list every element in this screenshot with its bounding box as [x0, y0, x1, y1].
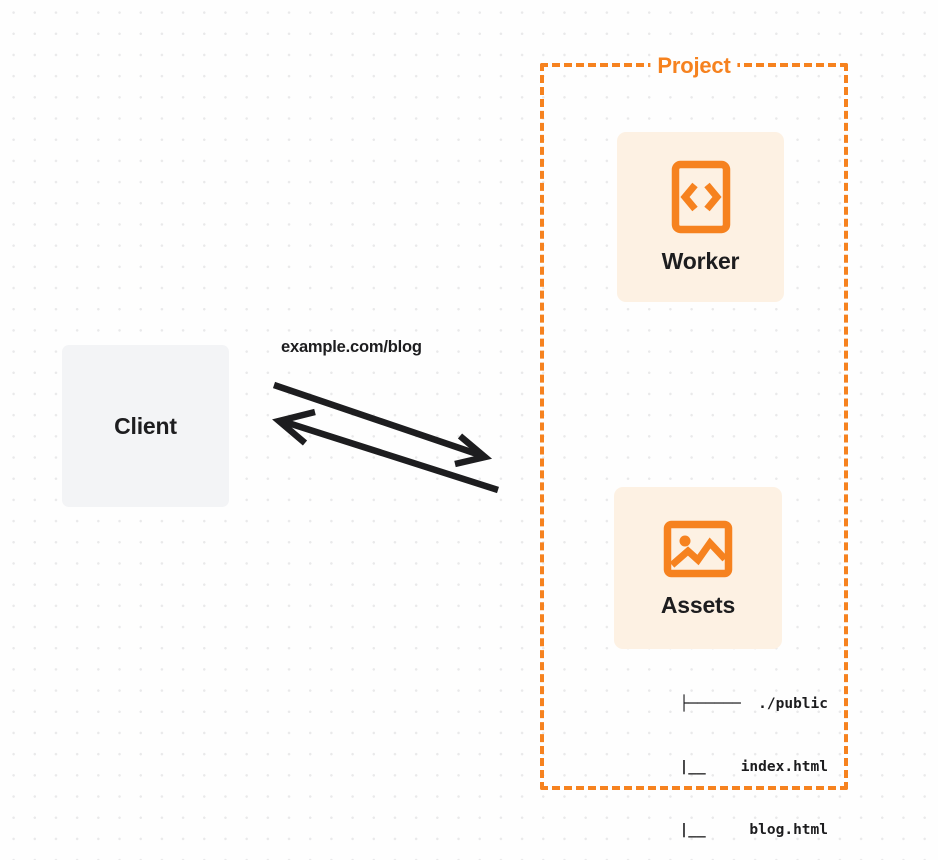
connector-arrows	[272, 381, 499, 494]
worker-node[interactable]: Worker	[617, 132, 784, 302]
assets-node[interactable]: Assets	[614, 487, 782, 649]
code-file-icon	[671, 160, 731, 234]
file-tree-row: ├────── ./public	[679, 696, 828, 712]
assets-label: Assets	[660, 591, 736, 618]
client-node[interactable]: Client	[62, 345, 229, 507]
request-url-label: example.com/blog	[281, 338, 422, 356]
project-container: Project Worker Assets ├────── ./public |…	[540, 53, 848, 838]
response-arrow	[272, 408, 499, 494]
asset-file-tree: ├────── ./public |__ index.html |__ blog…	[580, 652, 828, 860]
project-title: Project	[650, 53, 738, 79]
file-tree-row: |__ index.html	[653, 759, 828, 775]
client-label: Client	[114, 412, 177, 439]
image-picture-icon	[663, 518, 733, 580]
file-tree-row: |__ blog.html	[653, 822, 828, 838]
worker-label: Worker	[661, 247, 740, 274]
request-arrow	[272, 381, 493, 468]
